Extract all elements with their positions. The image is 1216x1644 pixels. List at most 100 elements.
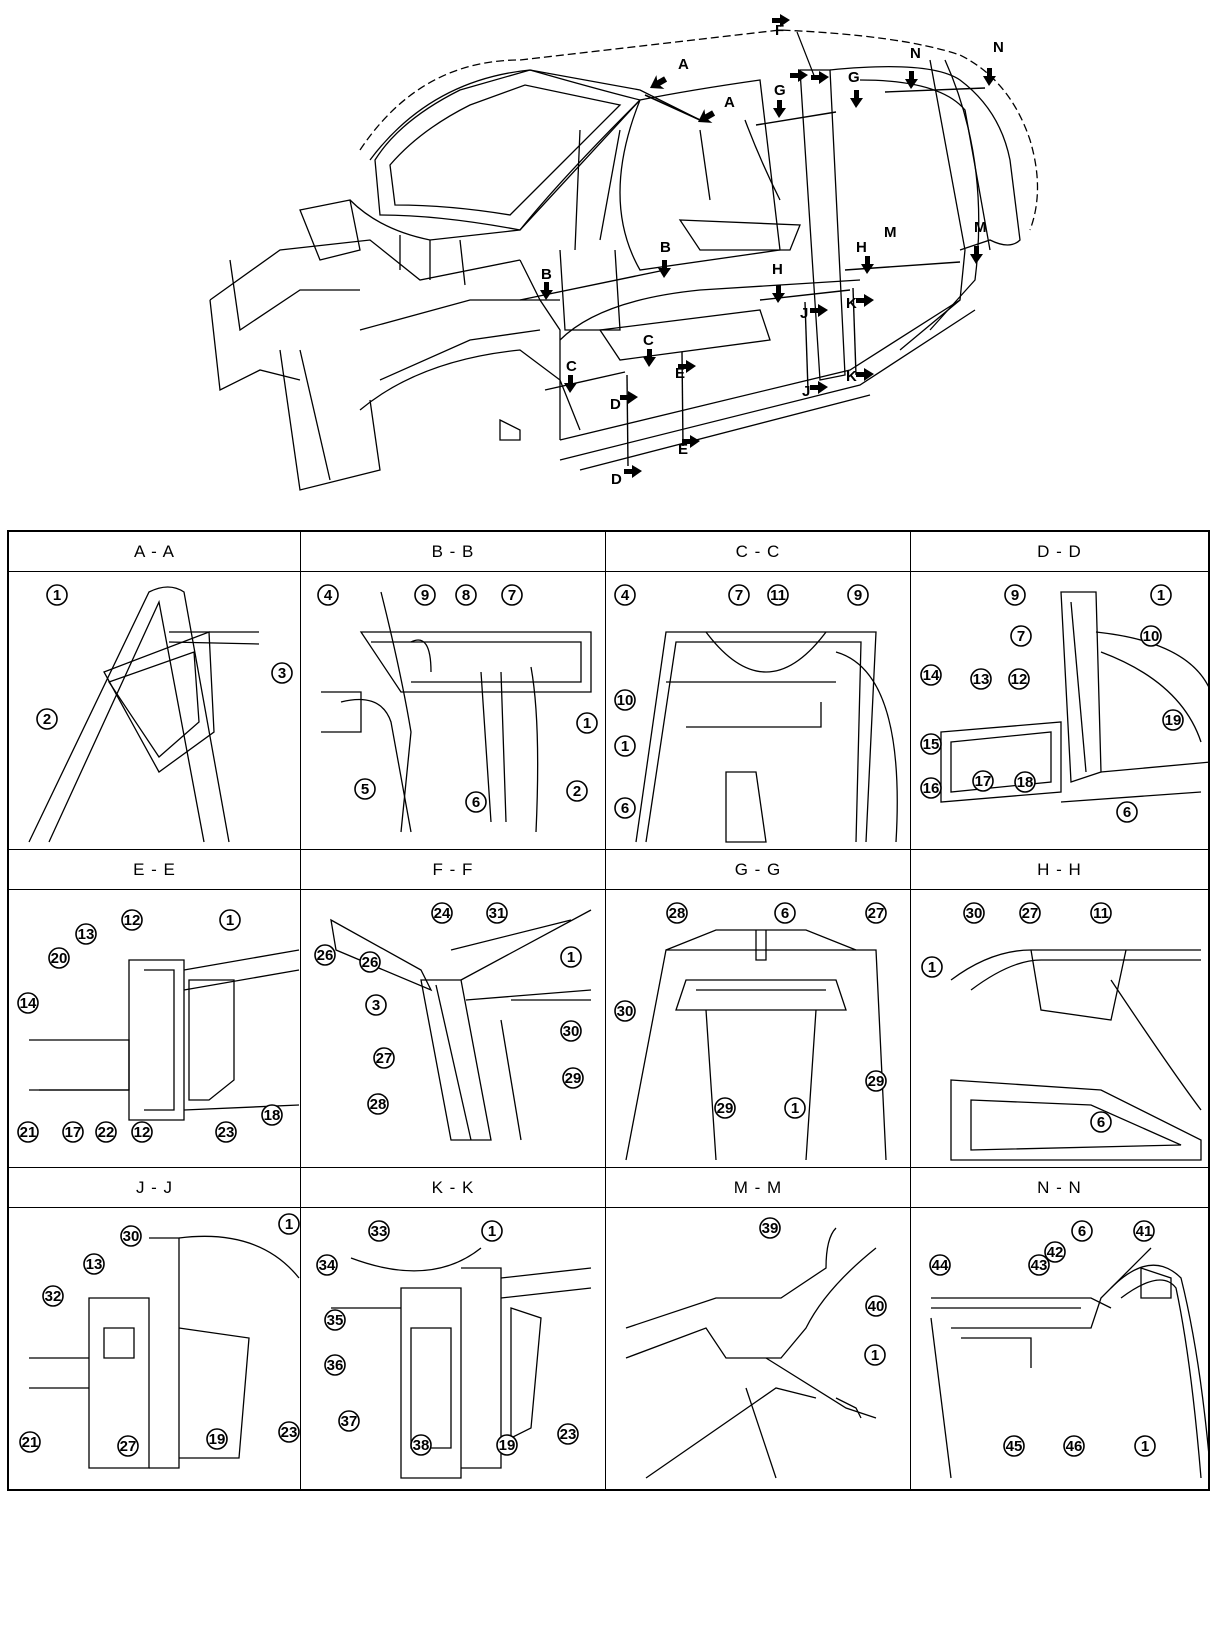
callout-1: 1 xyxy=(784,1097,806,1119)
marker-j-1: J xyxy=(800,305,808,322)
callout-28: 28 xyxy=(367,1093,389,1115)
svg-text:1: 1 xyxy=(488,1223,496,1240)
callout-13: 13 xyxy=(75,923,97,945)
callout-9: 9 xyxy=(414,584,436,606)
svg-text:10: 10 xyxy=(1143,628,1160,645)
svg-text:1: 1 xyxy=(621,738,629,755)
svg-text:7: 7 xyxy=(735,587,743,604)
svg-text:43: 43 xyxy=(1031,1257,1048,1274)
svg-text:4: 4 xyxy=(621,587,630,604)
svg-text:35: 35 xyxy=(327,1312,344,1329)
marker-d-1: D xyxy=(610,396,621,413)
svg-text:18: 18 xyxy=(264,1107,281,1124)
marker-g-2: G xyxy=(848,69,860,86)
section-title: H - H xyxy=(911,850,1208,890)
svg-text:9: 9 xyxy=(1011,587,1019,604)
svg-text:1: 1 xyxy=(871,1347,879,1364)
svg-text:15: 15 xyxy=(923,736,940,753)
callout-7: 7 xyxy=(501,584,523,606)
svg-text:14: 14 xyxy=(20,995,37,1012)
callout-37: 37 xyxy=(338,1410,360,1432)
svg-text:8: 8 xyxy=(462,587,470,604)
svg-text:46: 46 xyxy=(1066,1438,1083,1455)
callout-12: 12 xyxy=(131,1121,153,1143)
callout-1: 1 xyxy=(1150,584,1172,606)
svg-text:41: 41 xyxy=(1136,1223,1153,1240)
callout-7: 7 xyxy=(1010,625,1032,647)
svg-text:1: 1 xyxy=(567,949,575,966)
callout-10: 10 xyxy=(614,689,636,711)
callout-19: 19 xyxy=(206,1428,228,1450)
svg-text:6: 6 xyxy=(1078,1223,1086,1240)
svg-text:6: 6 xyxy=(781,905,789,922)
callout-26: 26 xyxy=(314,944,336,966)
svg-text:9: 9 xyxy=(421,587,429,604)
marker-k-2: K xyxy=(846,368,857,385)
callout-12: 12 xyxy=(121,909,143,931)
svg-text:3: 3 xyxy=(278,665,286,682)
section-title: A - A xyxy=(9,532,300,572)
svg-text:17: 17 xyxy=(975,773,992,790)
callout-30: 30 xyxy=(120,1225,142,1247)
marker-j-2: J xyxy=(802,383,810,400)
callout-35: 35 xyxy=(324,1309,346,1331)
svg-text:7: 7 xyxy=(508,587,516,604)
svg-text:29: 29 xyxy=(717,1100,734,1117)
callout-9: 9 xyxy=(847,584,869,606)
svg-text:1: 1 xyxy=(53,587,61,604)
marker-c-2: C xyxy=(643,332,654,349)
marker-h-1: H xyxy=(772,261,783,278)
callout-36: 36 xyxy=(324,1354,346,1376)
marker-n-1: N xyxy=(910,45,921,62)
section-title: J - J xyxy=(9,1168,300,1208)
svg-text:34: 34 xyxy=(319,1257,336,1274)
svg-text:2: 2 xyxy=(573,783,581,800)
svg-text:13: 13 xyxy=(78,926,95,943)
callout-44: 44 xyxy=(929,1254,951,1276)
marker-b-2: B xyxy=(660,239,671,256)
section-title: C - C xyxy=(606,532,910,572)
svg-text:7: 7 xyxy=(1017,628,1025,645)
callout-6: 6 xyxy=(1090,1111,1112,1133)
callout-6: 6 xyxy=(614,797,636,819)
svg-text:1: 1 xyxy=(791,1100,799,1117)
callout-31: 31 xyxy=(486,902,508,924)
svg-text:11: 11 xyxy=(770,587,786,604)
callout-19: 19 xyxy=(1162,709,1184,731)
svg-text:30: 30 xyxy=(563,1023,580,1040)
svg-text:4: 4 xyxy=(324,587,333,604)
svg-text:6: 6 xyxy=(1097,1114,1105,1131)
section-drawing: 4 7 11 9 10 1 6 xyxy=(614,584,898,843)
marker-a-1: A xyxy=(678,56,689,73)
callout-17: 17 xyxy=(62,1121,84,1143)
marker-b-1: B xyxy=(541,266,552,283)
svg-text:29: 29 xyxy=(565,1070,582,1087)
marker-n-2: N xyxy=(993,39,1004,56)
svg-text:30: 30 xyxy=(123,1228,140,1245)
callout-45: 45 xyxy=(1003,1435,1025,1457)
callout-20: 20 xyxy=(48,947,70,969)
callout-30: 30 xyxy=(963,902,985,924)
svg-text:44: 44 xyxy=(932,1257,949,1274)
callout-5: 5 xyxy=(354,778,376,800)
callout-6: 6 xyxy=(774,902,796,924)
section-title: M - M xyxy=(606,1168,910,1208)
callout-6: 6 xyxy=(1071,1220,1093,1242)
callout-7: 7 xyxy=(728,584,750,606)
callout-21: 21 xyxy=(17,1121,39,1143)
section-drawing: 1 3 2 xyxy=(28,584,293,843)
callout-30: 30 xyxy=(614,1000,636,1022)
callout-23: 23 xyxy=(557,1423,579,1445)
callout-29: 29 xyxy=(865,1070,887,1092)
callout-2: 2 xyxy=(36,708,58,730)
